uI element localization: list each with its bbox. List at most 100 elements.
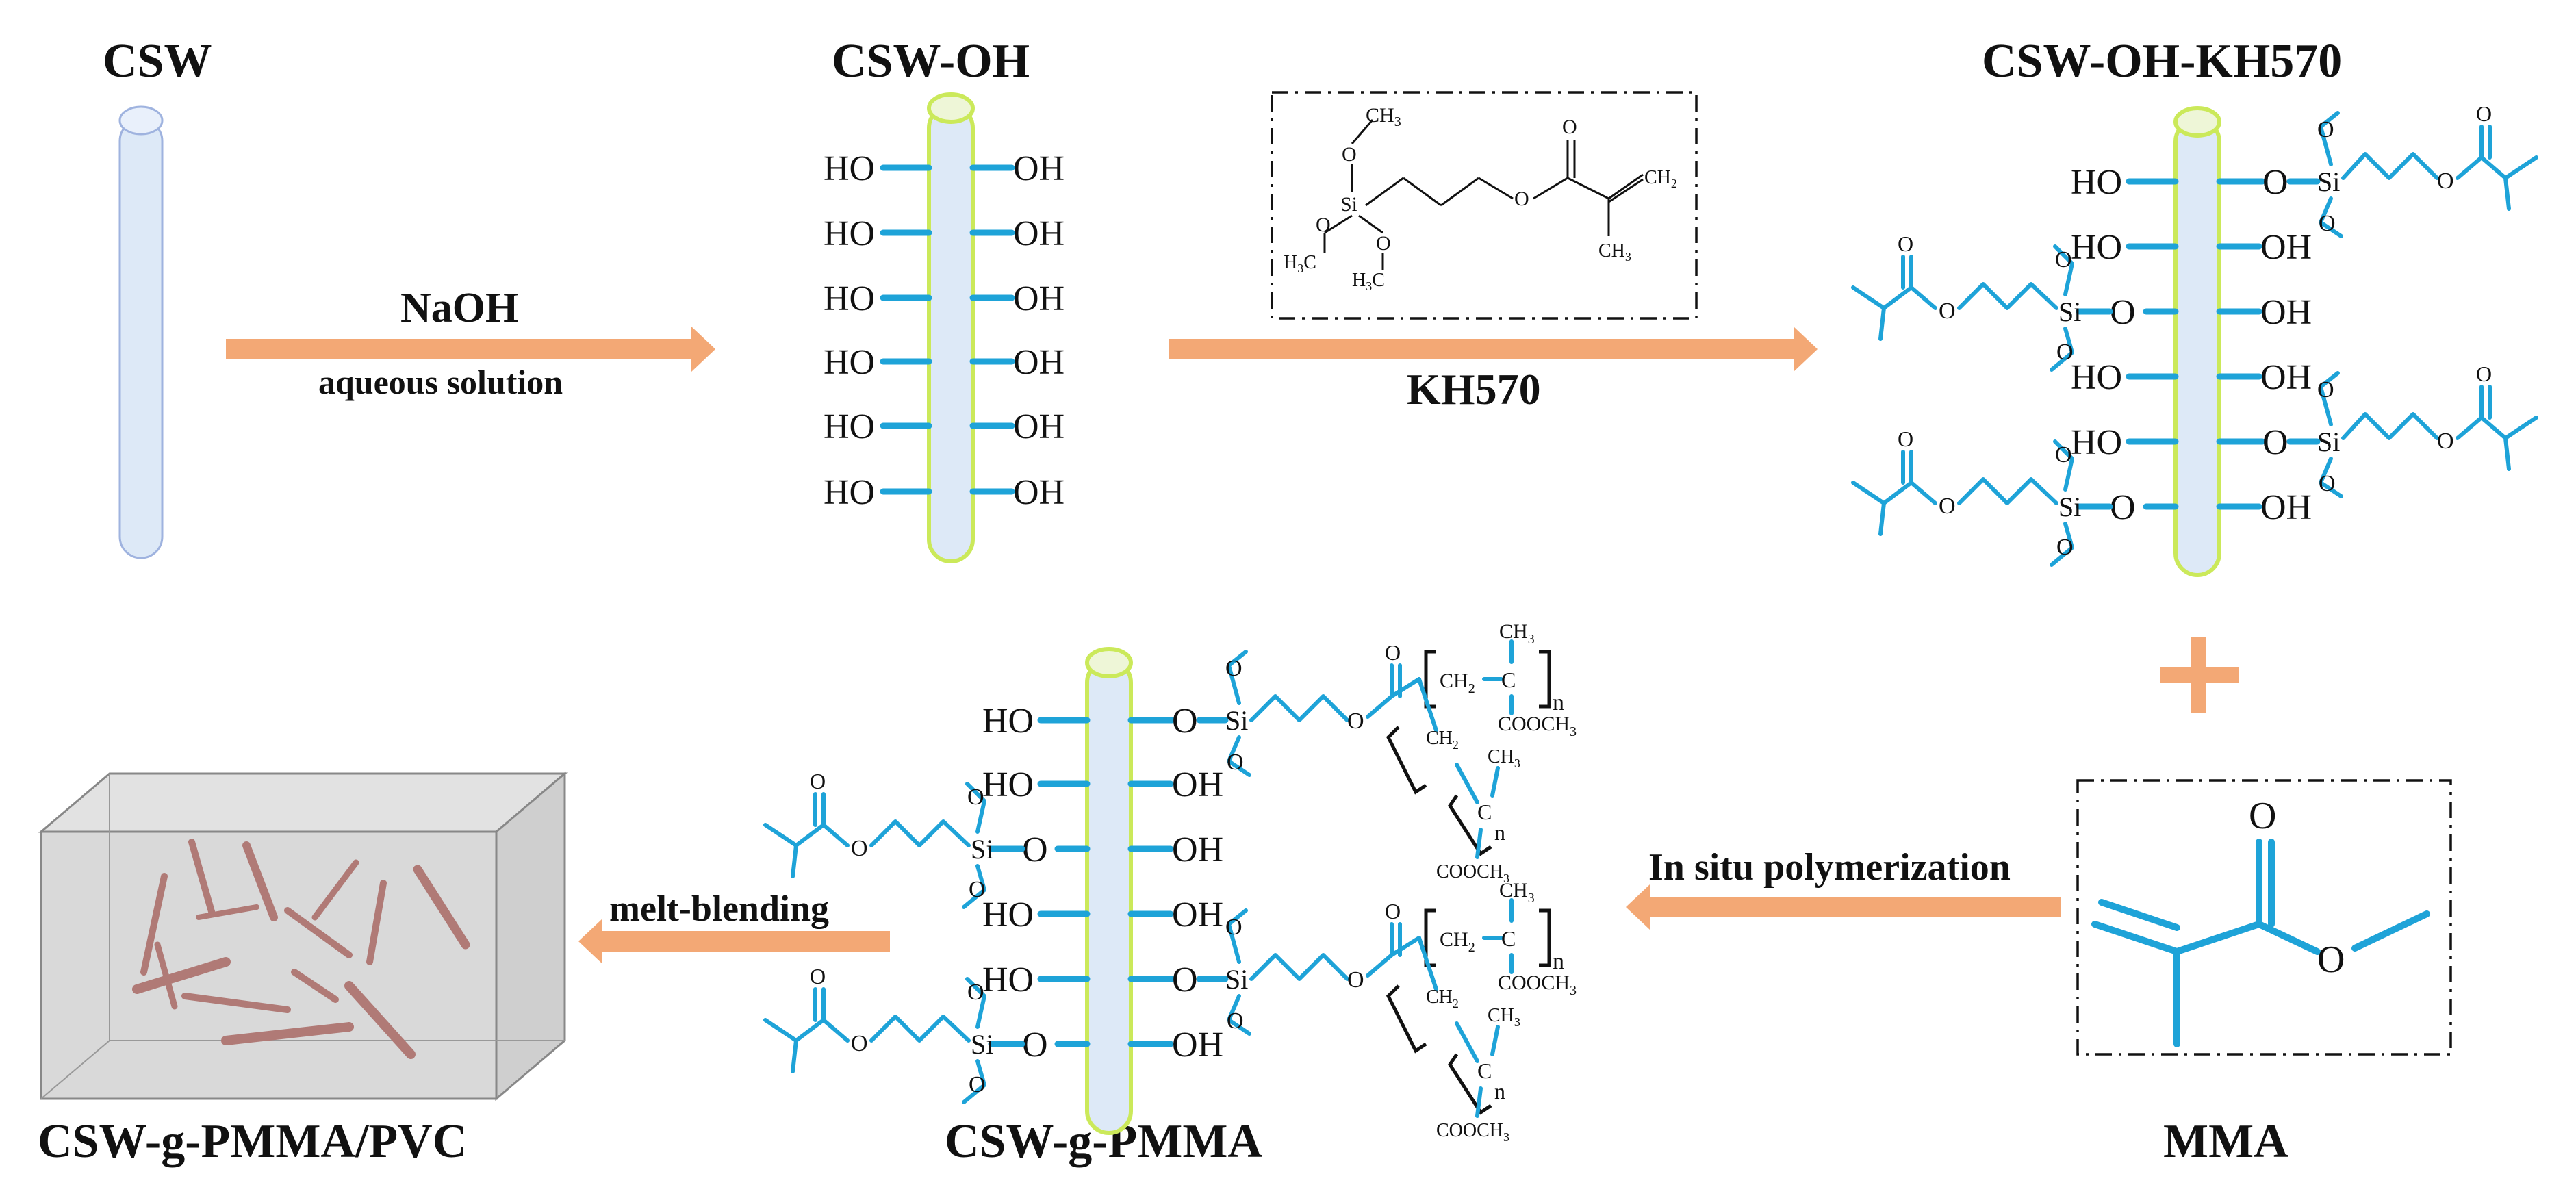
o-label: O	[851, 836, 868, 861]
o-label: O	[851, 1031, 868, 1056]
kh570-label: KH570	[1407, 365, 1541, 413]
o-label: O	[969, 1072, 986, 1097]
fiber	[311, 859, 359, 921]
fiber	[140, 873, 168, 976]
o-label: O	[1172, 702, 1198, 741]
oh-label: OH	[1013, 214, 1064, 253]
n-label: n	[1494, 1079, 1505, 1104]
o-label: O	[1022, 1025, 1048, 1065]
fiber	[188, 839, 216, 917]
fiber	[366, 880, 387, 965]
o-label: O	[967, 785, 984, 810]
plus-icon	[2160, 637, 2239, 713]
csw-rod	[118, 105, 164, 559]
csw-g-pmma-rod	[1085, 647, 1133, 1135]
c-label: C	[1477, 1058, 1492, 1083]
o-label: O	[2476, 101, 2492, 126]
composite-box	[38, 771, 568, 1101]
c-label: C	[1477, 800, 1492, 824]
o-label: O	[2317, 377, 2334, 403]
oh-label: OH	[2260, 228, 2312, 267]
si-label: Si	[2317, 426, 2340, 457]
oh-label: OH	[1172, 895, 1223, 934]
n-label: n	[1553, 690, 1564, 715]
o-label: O	[1227, 750, 1244, 775]
title-csw-oh: CSW-OH	[832, 35, 1030, 88]
svg-text:H3C: H3C	[1352, 270, 1385, 293]
fiber	[284, 907, 353, 958]
si-label: Si	[2317, 166, 2340, 197]
o-label: O	[1898, 426, 1913, 451]
o-label: O	[810, 769, 826, 793]
o-label: O	[1347, 709, 1364, 734]
cooch3-label: COOCH3	[1498, 713, 1577, 739]
si-label: Si	[1225, 705, 1248, 736]
o-label: O	[1939, 494, 1956, 519]
fiber	[132, 957, 231, 994]
o-label: O	[810, 964, 826, 989]
cooch3-label: COOCH3	[1436, 861, 1509, 885]
aqueous-label: aqueous solution	[318, 363, 563, 401]
cooch3-label: COOCH3	[1436, 1120, 1509, 1144]
ho-label: HO	[824, 214, 875, 253]
o-label: O	[1385, 640, 1401, 665]
o-label: O	[2476, 361, 2492, 386]
ho-label: HO	[824, 473, 875, 512]
o-label: O	[2110, 293, 2136, 332]
o-label: O	[1022, 830, 1048, 869]
o-label: O	[1385, 899, 1401, 923]
si-label: Si	[2058, 492, 2081, 522]
mma-structure-box: O O	[2076, 779, 2452, 1056]
ho-label: HO	[824, 149, 875, 188]
o-label: O	[1898, 231, 1913, 256]
ho-label: HO	[824, 343, 875, 382]
whisker-fibers	[132, 839, 470, 1059]
ho-label: HO	[982, 895, 1034, 934]
o-label: O	[2055, 442, 2072, 468]
ch2-label: CH2	[1440, 670, 1475, 696]
si-label: Si	[1225, 964, 1248, 995]
o-label: O	[1172, 960, 1198, 999]
o-label: O	[2319, 471, 2336, 496]
fiber	[242, 841, 278, 921]
ch3-label: CH3	[1499, 879, 1535, 906]
o-label: O	[2262, 163, 2288, 202]
naoh-arrow	[226, 327, 715, 372]
o-label: O	[969, 877, 986, 902]
o-label: O	[2319, 211, 2336, 236]
oh-label: OH	[2260, 293, 2312, 332]
oh-label: OH	[1013, 279, 1064, 318]
polymerization-label: In situ polymerization	[1648, 846, 2011, 889]
o-label: O	[2056, 340, 2074, 365]
svg-text:O: O	[2317, 939, 2345, 981]
si-label: Si	[971, 834, 993, 865]
oh-label: OH	[1172, 765, 1223, 804]
o-label: O	[2110, 488, 2136, 527]
oh-label: OH	[2260, 488, 2312, 527]
ho-label: HO	[824, 407, 875, 446]
ho-label: HO	[2071, 358, 2122, 397]
ch2-label: CH2	[1440, 928, 1475, 955]
oh-label: OH	[2260, 358, 2312, 397]
oh-label: OH	[1013, 473, 1064, 512]
svg-text:CH2: CH2	[1644, 167, 1677, 190]
ho-label: HO	[824, 279, 875, 318]
svg-text:CH3: CH3	[1598, 240, 1631, 264]
cooch3-label: COOCH3	[1498, 971, 1577, 998]
fiber	[221, 1022, 354, 1045]
fiber	[291, 969, 339, 1003]
o-label: O	[2317, 117, 2334, 142]
title-mma: MMA	[2163, 1115, 2288, 1168]
title-csw: CSW	[103, 35, 212, 88]
fiber	[344, 981, 416, 1059]
fiber	[413, 865, 470, 950]
melt-blending-label: melt-blending	[609, 888, 829, 929]
oh-label: OH	[1013, 407, 1064, 446]
svg-text:CH3: CH3	[1366, 104, 1401, 129]
ch3-label: CH3	[1499, 620, 1535, 647]
csw-oh-rod	[927, 92, 975, 563]
csw-oh-kh570-rod	[2173, 106, 2221, 577]
